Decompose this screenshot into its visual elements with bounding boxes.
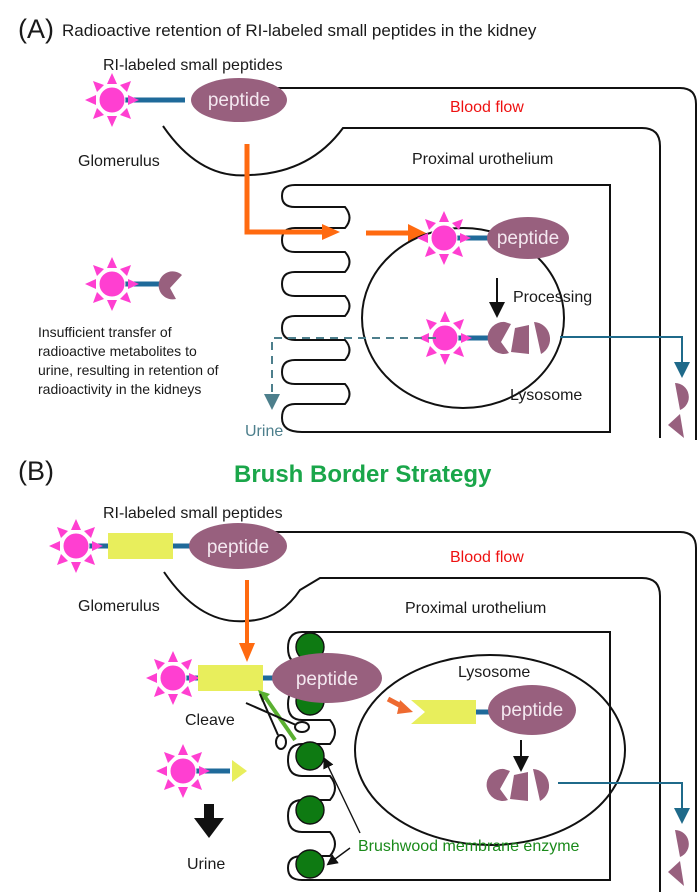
enzyme-pointer-arrow: [326, 847, 351, 866]
fragments-exported-a: [668, 383, 689, 438]
blood-flow-label-a: Blood flow: [450, 99, 524, 116]
lysosome-b: [354, 654, 626, 846]
enzyme-label: Brushwood membrane enzyme: [358, 838, 580, 855]
filtration-arrow-b: [239, 580, 255, 662]
peptide-text-membrane: peptide: [296, 669, 358, 690]
ri-label-b: RI-labeled small peptides: [103, 505, 283, 522]
lysosome-a: [361, 227, 565, 409]
proximal-label-a: Proximal urothelium: [412, 151, 553, 168]
filtration-arrow-a: [244, 144, 426, 242]
lysosome-label-b: Lysosome: [458, 664, 530, 681]
urine-arrow-b: [194, 804, 224, 838]
released-radioisotope: [155, 743, 247, 799]
panel-b-title: Brush Border Strategy: [234, 461, 492, 488]
ri-peptide-a: peptide: [84, 72, 287, 128]
note-line-1: Insufficient transfer of: [38, 324, 172, 340]
fragments-b: [486, 768, 550, 801]
metabolite-a: [417, 310, 551, 366]
exocytosis-arrow-b: [558, 782, 690, 824]
brush-border-a: [280, 184, 351, 433]
ri-linker-peptide-b: peptide: [48, 518, 287, 574]
peptide-text-b: peptide: [207, 537, 269, 558]
urine-transfer-dashed: [264, 337, 436, 410]
cleavable-linker: [108, 533, 173, 559]
urine-label-a: Urine: [245, 423, 283, 440]
peptide-ellipse: [191, 78, 287, 122]
lysosome-label-a: Lysosome: [510, 387, 582, 404]
blood-vessel-outer-wall-b: [260, 531, 697, 892]
glomerulus-label-a: Glomerulus: [78, 153, 160, 170]
peptide-text-lysosome: peptide: [501, 700, 563, 721]
exocytosis-arrow-a: [560, 336, 690, 378]
radioisotope-icon: [84, 72, 140, 128]
ri-peptide-internal-a: peptide: [416, 210, 569, 266]
cleave-label: Cleave: [185, 712, 235, 729]
peptide-text-inside-a: peptide: [497, 228, 559, 249]
peptide-in-lysosome-b: peptide: [411, 685, 576, 735]
panel-b-label: (B): [18, 456, 54, 486]
ri-linker-peptide-membrane: peptide: [145, 650, 382, 706]
internalize-arrow-b: [386, 696, 413, 714]
fragments-exported-b: [668, 830, 689, 886]
note-line-4: radioactivity in the kidneys: [38, 381, 201, 397]
enzyme-circle: [295, 795, 325, 825]
glomerulus-label-b: Glomerulus: [78, 598, 160, 615]
urine-label-b: Urine: [187, 856, 225, 873]
peptide-text-a: peptide: [208, 90, 270, 111]
enzyme-circle: [295, 741, 325, 771]
panel-a-label: (A): [18, 14, 54, 44]
glomerulus-arc-a: [162, 125, 661, 438]
processing-label: Processing: [513, 289, 592, 306]
panel-a: (A) Radioactive retention of RI-labeled …: [18, 14, 697, 440]
cell-box-a: [302, 184, 611, 433]
cell-box-b: [302, 631, 611, 881]
glomerulus-arc-b: [163, 571, 661, 892]
note-line-3: urine, resulting in retention of: [38, 362, 219, 378]
panel-b: (B) Brush Border Strategy RI-labeled sma…: [18, 456, 697, 892]
proximal-label-b: Proximal urothelium: [405, 600, 546, 617]
ri-label-a: RI-labeled small peptides: [103, 57, 283, 74]
blood-vessel-outer-wall: [262, 87, 697, 440]
retention-note: Insufficient transfer of radioactive met…: [38, 324, 219, 397]
metabolite-standalone-a: [84, 256, 182, 312]
panel-a-title: Radioactive retention of RI-labeled smal…: [62, 21, 537, 40]
note-line-2: radioactive metabolites to: [38, 343, 197, 359]
enzyme-circle: [295, 849, 325, 879]
scissors-icon: [245, 690, 310, 750]
blood-flow-label-b: Blood flow: [450, 549, 524, 566]
enzyme-pointer-arrow: [323, 756, 361, 834]
